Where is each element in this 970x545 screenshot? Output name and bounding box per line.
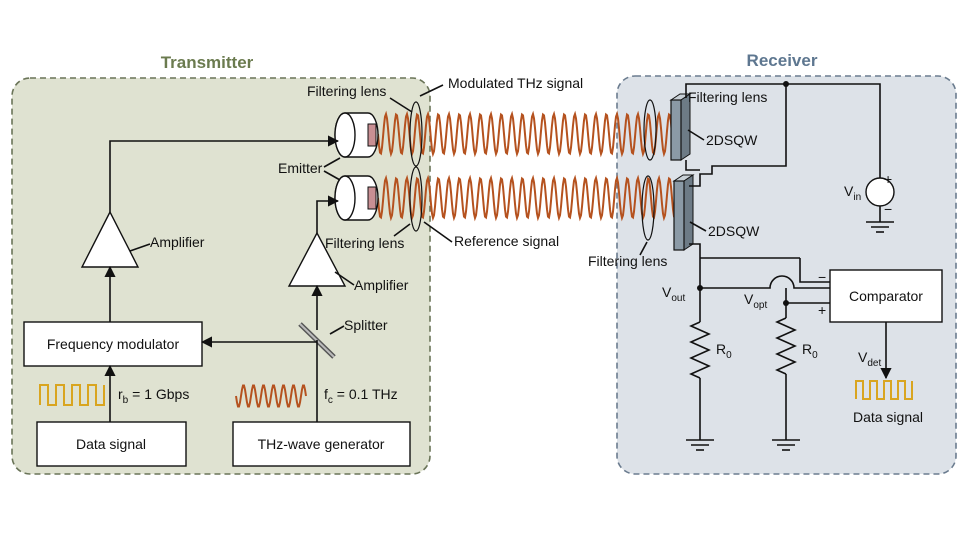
quantum-well-top [669, 93, 692, 161]
modulated-signal-label: Modulated THz signal [448, 75, 583, 91]
vopt-label: Vopt [744, 291, 767, 311]
modulated-thz-wave [377, 110, 673, 158]
emitter-top-element [367, 123, 377, 147]
comparator-plus-label: + [818, 302, 826, 318]
emitter-top [334, 112, 379, 158]
tx-filtering-lens-bottom-label: Filtering lens [325, 235, 404, 251]
vin-label: Vin [844, 183, 861, 203]
vin-source [865, 177, 895, 207]
comparator-label: Comparator [849, 288, 923, 304]
tx-data-signal-waveform [39, 384, 105, 406]
comparator-minus-label: − [818, 269, 826, 285]
vout-label: Vout [662, 284, 685, 304]
vin-plus-label: + [884, 171, 892, 187]
rx-filtering-lens-top-label: Filtering lens [688, 89, 767, 105]
emitter-bottom-element [367, 186, 377, 210]
rx-filtering-lens-bottom-label: Filtering lens [588, 253, 667, 269]
receiver-title: Receiver [747, 51, 818, 70]
frequency-modulator-box [23, 321, 203, 367]
reference-wave [377, 174, 677, 222]
rx-data-signal-label: Data signal [853, 409, 923, 425]
frequency-modulator-label: Frequency modulator [47, 336, 180, 352]
reference-signal-label: Reference signal [454, 233, 559, 249]
receiver-wiring [685, 81, 894, 451]
thz-generator-label: THz-wave generator [258, 436, 385, 452]
tx-carrier-waveform [235, 384, 307, 408]
transmitter-panel [11, 77, 431, 475]
r0-left-label: R0 [716, 341, 732, 361]
amplifier-right-label: Amplifier [354, 277, 409, 293]
qw-top-label: 2DSQW [706, 132, 758, 148]
bitrate-label: rb = 1 Gbps [118, 386, 189, 406]
carrier-frequency-label: fc = 0.1 THz [324, 386, 398, 406]
data-signal-box [36, 421, 187, 467]
r0-right-label: R0 [802, 341, 818, 361]
splitter-label: Splitter [344, 317, 388, 333]
tx-filtering-lens-bottom [409, 166, 423, 232]
amplifier-left-label: Amplifier [150, 234, 205, 250]
rx-filtering-lens-bottom [641, 175, 655, 241]
vin-minus-label: − [884, 201, 892, 217]
tx-filtering-lens-top-label: Filtering lens [307, 83, 386, 99]
data-signal-label: Data signal [76, 436, 146, 452]
emitter-label: Emitter [278, 160, 323, 176]
transmitter-title: Transmitter [161, 53, 254, 72]
emitter-bottom [334, 175, 379, 221]
rx-data-signal-waveform [855, 380, 913, 400]
rx-filtering-lens-top [643, 99, 657, 161]
transmitter-wiring [104, 135, 340, 422]
receiver-panel [616, 75, 957, 475]
tx-filtering-lens-top [409, 101, 423, 167]
thz-generator-box [232, 421, 411, 467]
qw-bottom-label: 2DSQW [708, 223, 760, 239]
vdet-label: Vdet [858, 349, 881, 369]
comparator-box [829, 269, 943, 323]
